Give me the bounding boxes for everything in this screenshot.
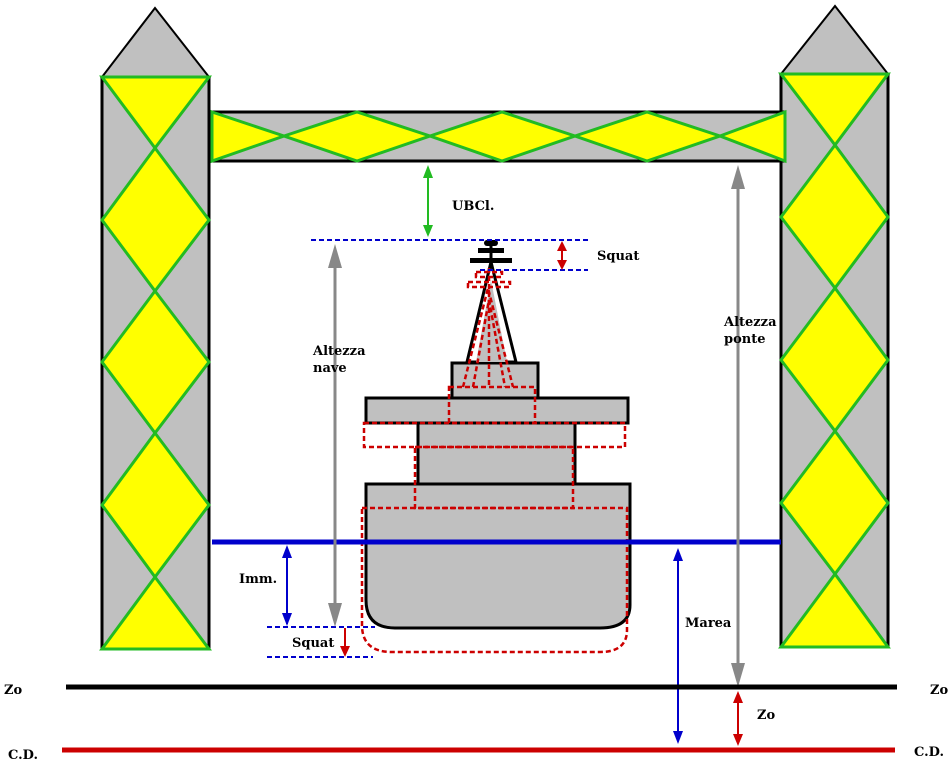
- squat-top-label: Squat: [597, 249, 639, 264]
- right-tower: [777, 4, 891, 649]
- bridge-deck: [210, 109, 787, 164]
- ubcl-label: UBCl.: [452, 199, 494, 214]
- zo-right-label: Zo: [930, 683, 948, 698]
- marea-arrow: [673, 548, 683, 744]
- marea-label: Marea: [685, 616, 732, 631]
- altezza-nave-label-1: Altezza: [312, 344, 366, 359]
- altezza-ponte-label-1: Altezza: [723, 315, 777, 330]
- zo-left-label: Zo: [4, 683, 22, 698]
- squat-bottom-label: Squat: [292, 636, 334, 651]
- altezza-ponte-label-2: ponte: [724, 332, 766, 347]
- altezza-nave-label-2: nave: [313, 361, 347, 376]
- zo-mid-label: Zo: [757, 708, 775, 723]
- squat-reference-lines: [267, 239, 590, 658]
- cd-right-label: C.D.: [914, 745, 944, 760]
- ubcl-arrow: [423, 165, 433, 237]
- imm-arrow: [282, 545, 292, 626]
- squat-top-arrow: [557, 241, 567, 270]
- squat-bottom-arrow: [340, 628, 350, 657]
- ship-squat-outline: [360, 268, 629, 654]
- ship: [364, 240, 632, 630]
- zo-arrow: [733, 691, 743, 746]
- altezza-ponte-arrow: [731, 165, 745, 687]
- altezza-nave-arrow: [328, 244, 342, 627]
- left-tower: [99, 6, 213, 651]
- imm-label: Imm.: [239, 572, 277, 587]
- cd-left-label: C.D.: [8, 748, 38, 763]
